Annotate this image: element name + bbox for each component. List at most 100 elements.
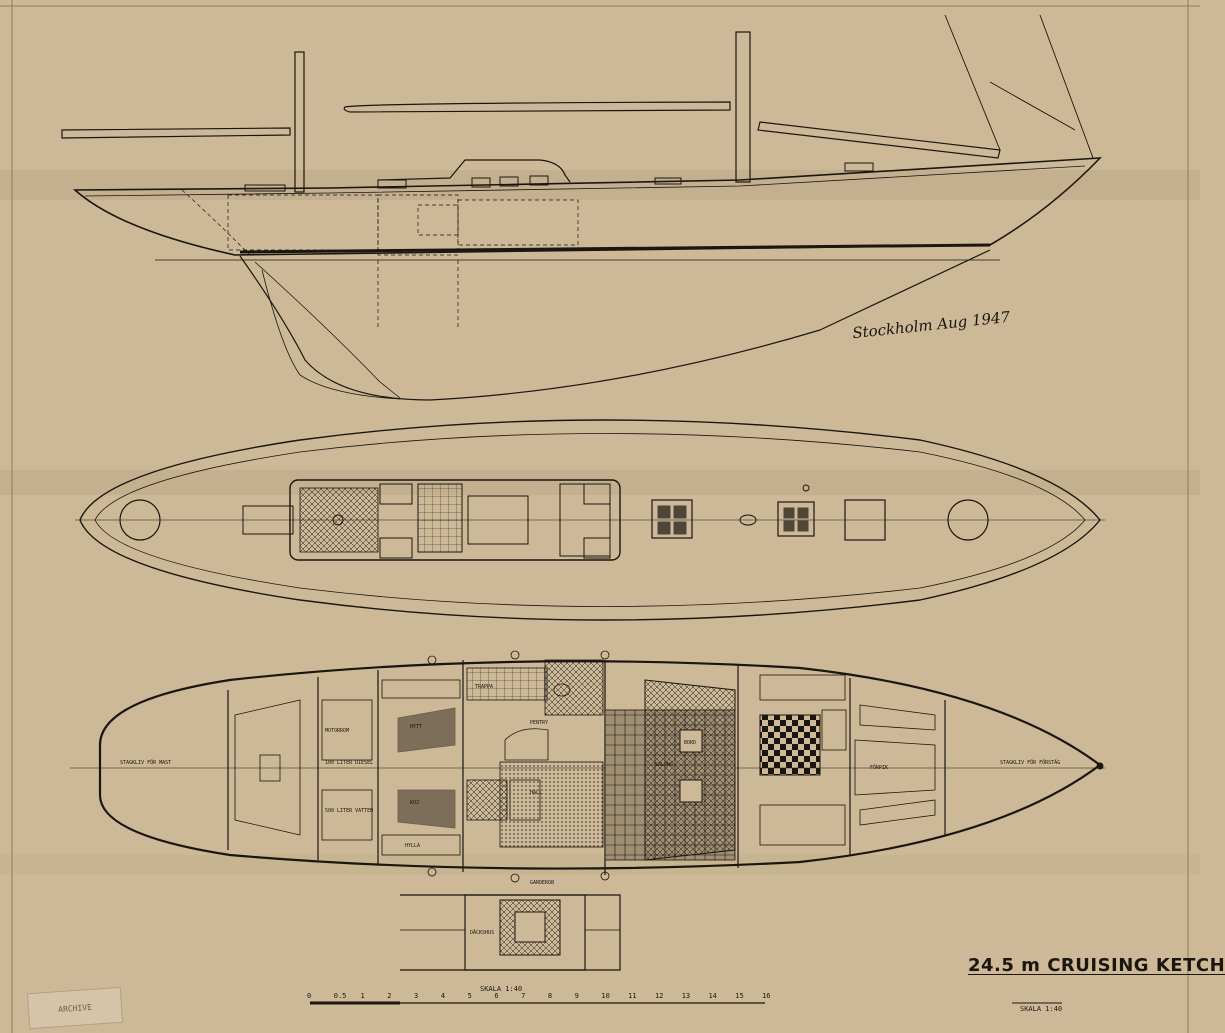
paper-stain [0,855,1200,875]
settee-surround [644,679,736,861]
scale-tick-label: 14 [708,992,717,1000]
mizzen-boom [61,127,291,139]
scale-tick-label: 12 [654,992,664,1000]
bunk-starboard [397,789,456,829]
stair [466,667,548,701]
deckhouse-roof [289,479,621,561]
internal-tanks [181,189,579,330]
dinghy-chock [467,495,529,545]
deck-prism-hatch [777,501,815,537]
room-label-motor: MOTORROM [325,728,350,734]
deckhouse-profile [377,159,571,183]
room-label-saloon-table: BORD [684,740,697,746]
hatch-pane [797,507,809,519]
scale-tick-label: 10 [601,992,610,1000]
scale-tick-label: 4 [440,992,446,1000]
aft-hatch [242,505,294,535]
scale-tick-label: 13 [681,992,691,1000]
room-label-cabin: HYTT [410,724,423,730]
scale-tick-label: 5 [467,992,472,1000]
room-label-aft-stay: STAGKLIV FÖR MAST [120,760,172,766]
lockers [759,804,846,846]
forepeak-berth [859,704,936,731]
cockpit-profile [244,184,286,192]
skylight [583,483,611,505]
room-label-forepeak: FÖRPIK [870,765,889,771]
detail-table [514,911,546,943]
scale-note-right: SKALA 1:40 [1020,1005,1063,1013]
room-label-deckhouse: DÄCKSHUS [470,930,495,936]
scale-note-center: SKALA 1:40 [480,985,523,993]
bunk-port [397,707,456,753]
hatch-pane [673,505,687,519]
detail-deckhouse [464,894,586,971]
scale-tick-label: 1 [360,992,365,1000]
deck-vent [739,514,757,526]
room-label-wardrobe: GARDEROB [530,880,555,886]
room-label-hallway: HALL [530,790,543,796]
deck-fitting [802,484,810,492]
room-label-water: 500 LITER VATTEN [325,808,374,814]
jib-stay [944,14,1001,151]
companion-hatch [417,483,463,553]
hatch-pane [673,521,687,535]
scale-tick-label: 6 [494,992,499,1000]
jib-boom [757,121,1001,159]
deck-prism-hatch [651,499,693,539]
hatch-pane [783,507,795,519]
portlights [427,650,610,883]
aft-table [259,754,281,782]
hatch-pane [657,505,671,519]
aft-berth [234,699,301,836]
main-boom [343,101,731,113]
stay-line [989,81,1076,131]
hatch-profile [377,179,407,189]
sink [553,683,571,697]
galley-checker-floor [759,714,821,776]
keel-profile [239,249,991,401]
hatch-pane [783,520,795,532]
waterline [239,243,991,254]
saloon-table [679,779,703,803]
cockpit-grating [299,487,379,553]
scale-tick-label: 0.5 [333,992,347,1000]
deckhouse-window [471,177,491,188]
main-mast [735,31,751,183]
scale-tick-label: 8 [547,992,553,1000]
drawing-title: 24.5 m CRUISING KETCH [968,955,1225,976]
scale-tick-label: 15 [735,992,744,1000]
hatch-pane [797,520,809,532]
hatch-pane [657,521,671,535]
engine-room [321,699,373,761]
steering-wheel [332,514,344,526]
companionway [504,728,549,761]
deckhouse-detail [400,894,621,971]
accommodation-plan [70,650,1105,883]
saloon-table [679,729,703,753]
rudder-line [254,261,401,399]
bow-point [1096,762,1104,770]
rudder-outline [261,269,401,400]
room-label-fuel: 100 LITER DIESEL [325,760,374,766]
room-label-bunk: KOJ [410,800,420,806]
saloon-floor [499,761,604,848]
shelf [381,679,461,699]
scale-tick-label: 3 [414,992,419,1000]
deck-plan [75,419,1105,621]
forepeak-berth [859,799,936,826]
room-label-kitchen: PENTRY [530,720,549,726]
scale-tick-label: 11 [628,992,637,1000]
side-elevation [61,14,1102,401]
mizzen-mast [294,51,305,193]
skylight [379,483,413,505]
hatch-profile [844,162,874,172]
main-mast-step [947,499,989,541]
scale-tick-label: 9 [574,992,579,1000]
forepeak-hatch [844,499,886,541]
skylight [583,537,611,559]
room-label-stairs: TRAPPA [475,684,494,690]
sheer-line [84,165,1086,197]
skylight [379,537,413,559]
scale-tick-label: 0 [307,992,312,1000]
archive-stamp: ARCHIVE [26,986,124,1030]
